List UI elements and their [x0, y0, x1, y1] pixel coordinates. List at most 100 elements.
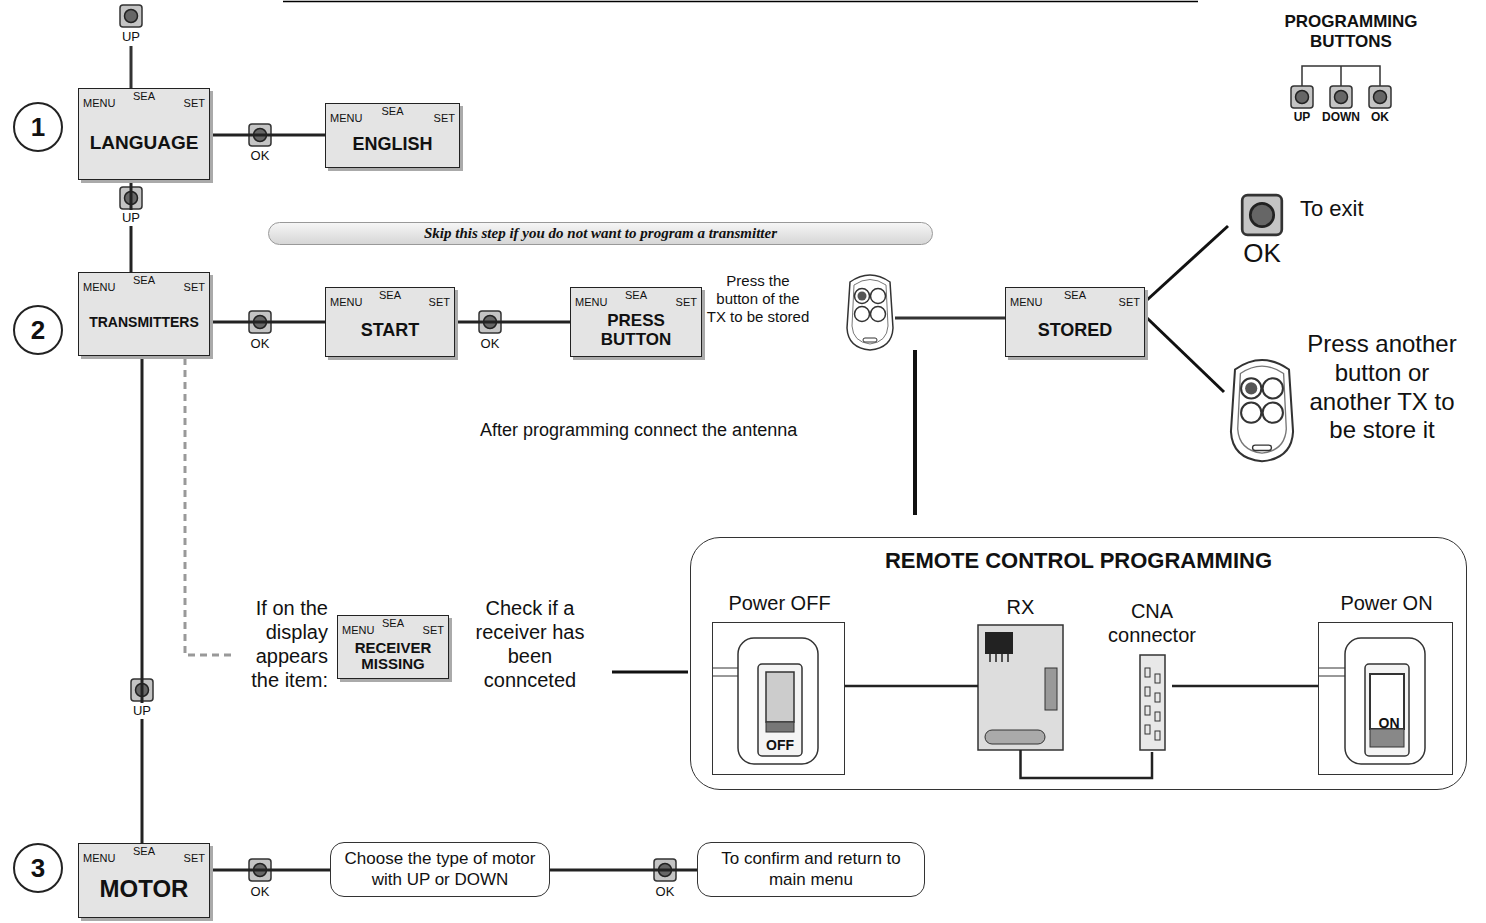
instruction-box: Choose the type of motor with UP or DOWN	[330, 842, 550, 897]
panel-heading: Power ON	[1299, 591, 1474, 615]
switch-panel: Power OFFOFF	[712, 622, 845, 775]
label-text: OK	[472, 336, 508, 352]
title-rule	[283, 1, 1198, 3]
connector	[210, 321, 325, 324]
label-text: UP	[127, 703, 157, 719]
label-text: If on the display appears the item:	[240, 596, 328, 692]
display-tag: MENU	[330, 296, 362, 308]
label-text: OK	[242, 336, 278, 352]
display-tag: SET	[423, 624, 444, 636]
display-box: MENUSEASETENGLISH	[325, 103, 460, 168]
pin	[1145, 687, 1150, 696]
display-tag: SET	[676, 296, 697, 308]
display-text: PRESS BUTTON	[573, 310, 699, 352]
label-text: OK	[1232, 238, 1292, 269]
display-box: MENUSEASETTRANSMITTERS	[78, 272, 210, 356]
display-tag: MENU	[83, 97, 115, 109]
part-name: RX	[958, 595, 1083, 619]
panel-heading: REMOTE CONTROL PROGRAMMING	[691, 548, 1466, 574]
label-text: Press another button or another TX to be…	[1300, 330, 1465, 445]
step-number: 3	[31, 853, 45, 884]
cna-connector	[1140, 655, 1165, 750]
box-text: To confirm and return to main menu	[708, 849, 914, 890]
label-text: OK	[242, 884, 278, 900]
display-tag: SET	[184, 281, 205, 293]
label-text: UP	[113, 29, 149, 45]
label-text: Check if a receiver has been connceted	[460, 596, 600, 692]
label-text: To exit	[1300, 196, 1420, 222]
display-text: START	[328, 310, 452, 352]
step-number: 1	[13, 102, 63, 152]
box-text: Skip this step if you do not want to pro…	[424, 225, 777, 242]
step-number: 1	[31, 112, 45, 143]
label-text: DOWN	[1317, 110, 1365, 124]
pin	[1145, 706, 1150, 715]
display-tag: MENU	[575, 296, 607, 308]
flow-line	[612, 671, 688, 674]
connector	[455, 321, 570, 324]
display-text: ENGLISH	[328, 126, 457, 163]
display-text: MOTOR	[81, 866, 207, 913]
part-name: CNA connector	[1102, 599, 1202, 647]
display-text: RECEIVER MISSING	[340, 638, 446, 674]
connector	[141, 356, 144, 843]
display-text: STORED	[1008, 310, 1142, 352]
group-panel: REMOTE CONTROL PROGRAMMING Power OFFOFF RX…	[690, 537, 1467, 790]
flow-line	[895, 317, 1005, 320]
box-text: Choose the type of motor with UP or DOWN	[341, 849, 539, 890]
switch-label: ON	[1374, 715, 1404, 731]
connector	[1172, 685, 1318, 688]
connector-part: CNA connector	[1132, 655, 1172, 752]
display-tag: MENU	[1010, 296, 1042, 308]
pin	[1155, 731, 1160, 740]
button-bracket	[1302, 66, 1380, 86]
display-box: MENUSEASETRECEIVER MISSING	[337, 615, 449, 679]
display-tag: SET	[434, 112, 455, 124]
remote-transmitter	[847, 275, 893, 350]
display-tag: MENU	[83, 281, 115, 293]
display-box: MENUSEASETSTART	[325, 287, 455, 357]
step-number: 2	[13, 305, 63, 355]
display-tag: SET	[184, 852, 205, 864]
instruction-box: To confirm and return to main menu	[697, 842, 925, 897]
dashed-line	[185, 358, 232, 655]
display-box: MENUSEASETPRESS BUTTON	[570, 287, 702, 357]
connector	[210, 134, 325, 137]
connector	[210, 869, 330, 872]
display-box: MENUSEASETMOTOR	[78, 843, 210, 918]
pin	[1155, 712, 1160, 721]
display-tag: SET	[184, 97, 205, 109]
label-text: OK	[647, 884, 683, 900]
receiver-board	[978, 625, 1063, 750]
label-text: After programming connect the antenna	[480, 420, 900, 442]
connector	[550, 869, 697, 872]
label-text: UP	[116, 210, 146, 226]
pin	[1145, 725, 1150, 734]
flow-line	[1147, 318, 1224, 392]
display-tag: SET	[429, 296, 450, 308]
label-text: OK	[242, 148, 278, 164]
display-tag: MENU	[342, 624, 374, 636]
display-tag: SET	[1119, 296, 1140, 308]
switch-label: OFF	[765, 737, 795, 753]
flow-line	[1147, 226, 1228, 300]
step-number: 2	[31, 315, 45, 346]
receiver-board: RX	[978, 625, 1063, 750]
remote-transmitter	[1231, 360, 1293, 461]
pin	[1155, 693, 1160, 702]
display-tag: MENU	[330, 112, 362, 124]
connector	[1021, 750, 1153, 778]
connector	[845, 685, 978, 688]
display-box: MENUSEASETSTORED	[1005, 287, 1145, 357]
connector	[130, 180, 133, 272]
push-button	[120, 5, 1391, 881]
pin	[1155, 674, 1160, 683]
label-text: PROGRAMMING BUTTONS	[1256, 12, 1446, 53]
antenna-line	[913, 350, 917, 515]
note-banner: Skip this step if you do not want to pro…	[268, 222, 933, 245]
switch-panel: Power ONON	[1318, 622, 1453, 775]
switch-off	[713, 638, 818, 764]
switch-on	[1319, 638, 1425, 764]
display-text: TRANSMITTERS	[81, 295, 207, 351]
